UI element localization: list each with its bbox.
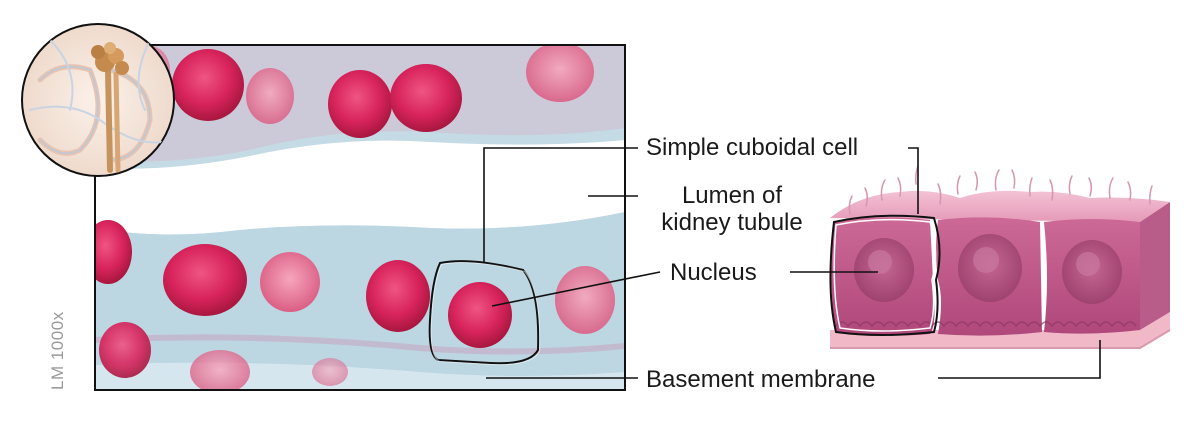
leader-basement-illus [938,340,1101,379]
leader-cuboidal-illus [908,147,919,214]
label-basement-membrane: Basement membrane [646,366,876,393]
nucleus-upper [328,70,392,138]
magnification-label: LM 1000x [48,311,67,390]
nucleus-lower [95,220,132,284]
nucleus-upper [246,68,294,124]
cuboidal-epithelium-illustration [829,165,1171,349]
leader-cuboidal-micro [483,147,638,262]
kidney-nephron-icon [21,23,175,177]
nucleus-lower [260,252,320,312]
nucleus-lower [163,244,247,316]
nucleus-lower [99,322,151,378]
nucleus-upper [526,45,594,102]
nucleus-upper [390,64,462,132]
nucleus-highlighted [448,282,512,348]
highlighted-cell-outline [428,260,540,365]
label-nucleus: Nucleus [670,259,757,286]
nucleus-upper [172,49,244,121]
nucleus-lower [555,266,615,334]
label-lumen-line2: kidney tubule [661,209,803,236]
illustration-highlighted-cell [829,214,941,336]
label-simple-cuboidal-cell: Simple cuboidal cell [646,134,859,161]
label-lumen: Lumen of kidney tubule [646,182,818,236]
nucleus-lower [366,260,430,332]
leader-nucleus-micro [491,271,661,307]
lumen-area [95,140,625,235]
leader-lines [483,147,1101,379]
micrograph [95,45,625,390]
apical-surface [830,190,1170,222]
cell-side-face [1140,202,1170,330]
label-lumen-line1: Lumen of [681,182,783,209]
micrograph-frame [94,44,626,391]
